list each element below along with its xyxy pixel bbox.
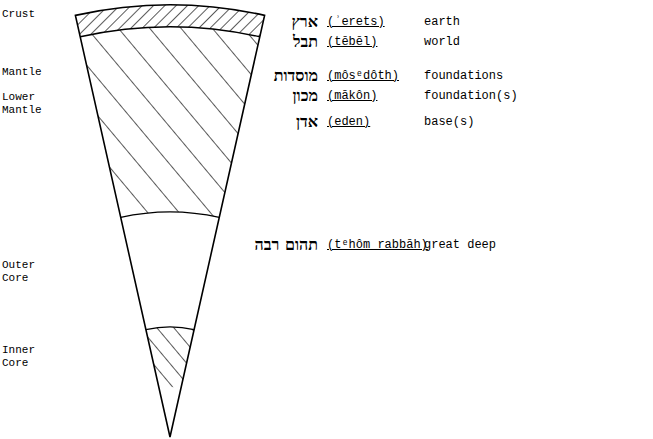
transliteration: (tēbēl) <box>327 35 377 50</box>
english-gloss: earth <box>424 15 460 30</box>
transliteration: (tᵉhôm rabbāh) <box>327 238 428 253</box>
layer-label: Lower Mantle <box>2 91 52 117</box>
layer-boundary <box>121 212 220 217</box>
hebrew-term: מוסדות <box>274 66 318 86</box>
wedge-outline <box>75 5 264 437</box>
transliteration: (eden) <box>327 115 370 130</box>
english-gloss: world <box>424 35 460 50</box>
hebrew-term: ארץ <box>292 12 318 32</box>
hebrew-term: מכון <box>293 86 318 106</box>
layer-label: Mantle <box>2 66 52 79</box>
hebrew-term: אדן <box>296 112 318 132</box>
layer-label: Outer Core <box>2 259 52 285</box>
layer-label: Crust <box>2 8 52 21</box>
layer-boundary <box>80 27 260 37</box>
hebrew-term: תהום רבה <box>255 235 318 255</box>
transliteration: (mākôn) <box>327 89 377 104</box>
english-gloss: foundation(s) <box>424 89 518 104</box>
inner-core-hatch <box>146 327 194 388</box>
transliteration: (ʾerets) <box>327 15 385 30</box>
layer-label: Inner Core <box>2 344 52 370</box>
english-gloss: foundations <box>424 69 503 84</box>
english-gloss: base(s) <box>424 115 474 130</box>
mantle-hatch <box>80 27 260 218</box>
layer-boundary <box>146 327 194 330</box>
english-gloss: great deep <box>424 238 496 253</box>
hebrew-term: תבל <box>293 32 318 52</box>
transliteration: (môsᵉdôth) <box>327 69 399 84</box>
